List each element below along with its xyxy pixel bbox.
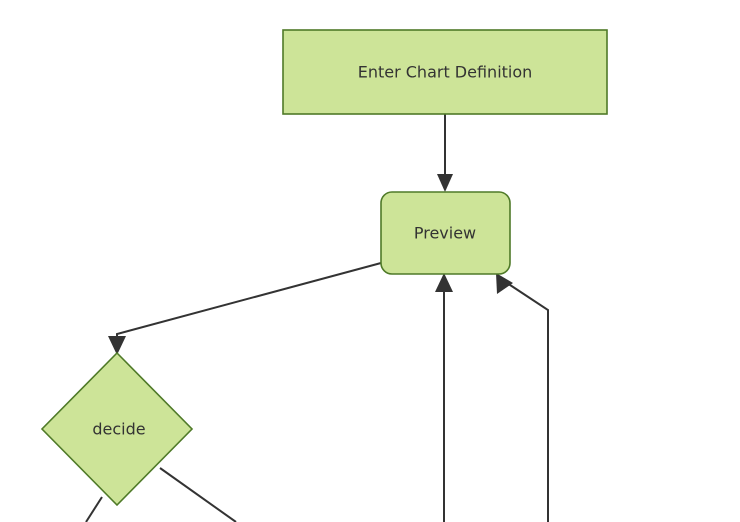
edge-line: [116, 262, 382, 347]
arrowhead-icon: [435, 273, 453, 292]
edge-into-preview-right[interactable]: [496, 273, 549, 522]
node-layer: Enter Chart Definition Preview decide: [40, 29, 608, 507]
node-label: Enter Chart Definition: [358, 63, 533, 82]
node-rounded-rect: [380, 191, 511, 275]
node-enter-chart-definition[interactable]: Enter Chart Definition: [282, 29, 608, 115]
edge-line: [159, 467, 237, 522]
edge-preview-to-decide[interactable]: [108, 262, 382, 355]
node-rect: [282, 29, 608, 115]
node-label: decide: [92, 420, 145, 439]
arrowhead-icon: [108, 336, 126, 355]
edge-line: [85, 496, 103, 522]
edge-layer: [85, 114, 549, 522]
node-label: Preview: [414, 224, 476, 243]
edge-into-preview-bottom[interactable]: [435, 273, 453, 522]
edge-decide-out-left[interactable]: [85, 496, 103, 522]
arrowhead-icon: [496, 273, 513, 294]
node-decide[interactable]: decide: [40, 351, 194, 507]
node-diamond: [40, 351, 194, 507]
arrowhead-icon: [437, 174, 453, 192]
edge-line: [500, 278, 549, 522]
node-preview[interactable]: Preview: [380, 191, 511, 275]
edge-decide-out-right[interactable]: [159, 467, 237, 522]
edge-enter-to-preview[interactable]: [437, 114, 453, 192]
